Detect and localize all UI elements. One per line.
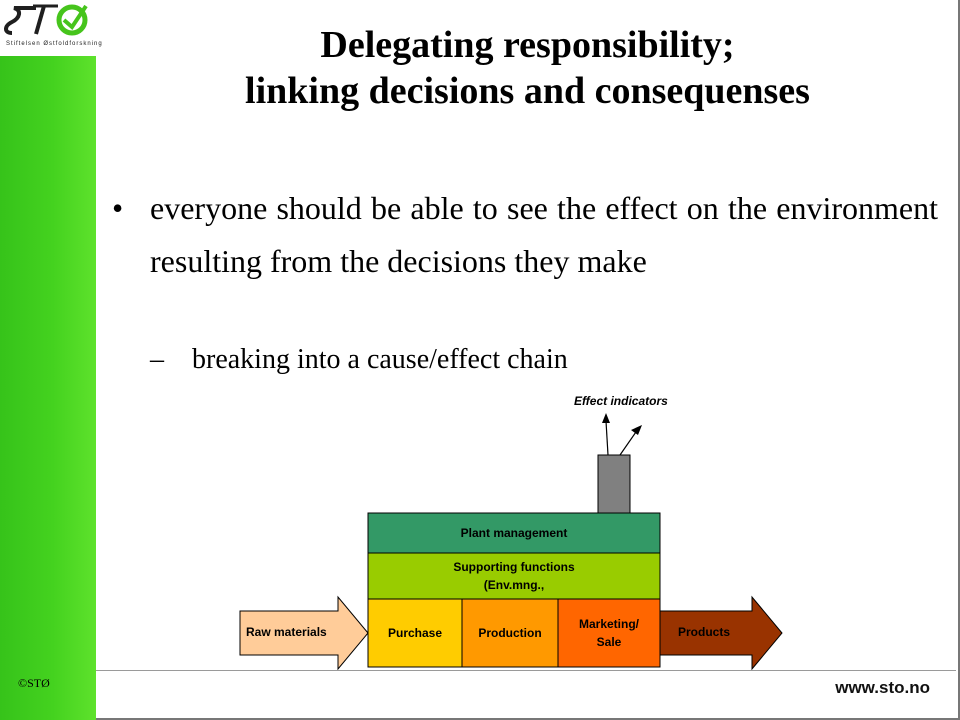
cause-effect-diagram: Effect indicators Plant management Suppo… [232,385,792,675]
title-line-1: Delegating responsibility; [320,24,735,66]
products-arrow [659,595,783,671]
effect-arrow-right [619,431,637,456]
supporting-functions-sub-label: (Env.mng., [484,578,544,592]
raw-materials-arrow [239,595,369,671]
purchase-label: Purchase [388,626,442,640]
copyright-text: ©STØ [18,676,50,690]
marketing-label: Marketing/ [579,617,640,631]
marketing-box [557,598,661,668]
sub-bullet-dash: – [150,344,164,375]
bullet-dot: • [112,190,124,226]
footer-divider [96,670,956,671]
products-label: Products [678,625,730,639]
left-green-bar [0,0,96,720]
supporting-functions-box [367,552,661,600]
purchase-box [367,598,463,668]
logo-subtitle: Stiftelsen Østfoldforskning [6,41,103,47]
slide-title: Delegating responsibility; linking decis… [110,22,945,114]
chimney [597,454,631,514]
effect-arrow-left [605,420,609,456]
sto-logo-icon [4,4,88,36]
bottom-border [96,718,960,720]
raw-materials-label: Raw materials [246,625,327,639]
production-label: Production [478,626,541,640]
bullet-item: • everyone should be able to see the eff… [112,182,938,288]
sto-logo: Stiftelsen Østfoldforskning [0,0,102,56]
right-border [958,0,960,720]
website-url[interactable]: www.sto.no [835,678,930,697]
sub-bullet-text: breaking into a cause/effect chain [192,344,568,375]
bullet-text: everyone should be able to see the effec… [150,190,938,279]
title-line-2: linking decisions and consequenses [245,70,810,112]
effect-indicators-label: Effect indicators [574,394,668,408]
sub-bullet-item: – breaking into a cause/effect chain [150,340,568,380]
effect-arrowhead-left [602,413,610,423]
plant-management-box [367,512,661,554]
effect-arrowhead-right [631,425,642,435]
factory-diagram-svg: Effect indicators Plant management Suppo… [239,394,783,671]
sale-label: Sale [597,635,622,649]
production-box [461,598,559,668]
supporting-functions-label: Supporting functions [453,560,575,574]
plant-management-label: Plant management [461,526,568,540]
